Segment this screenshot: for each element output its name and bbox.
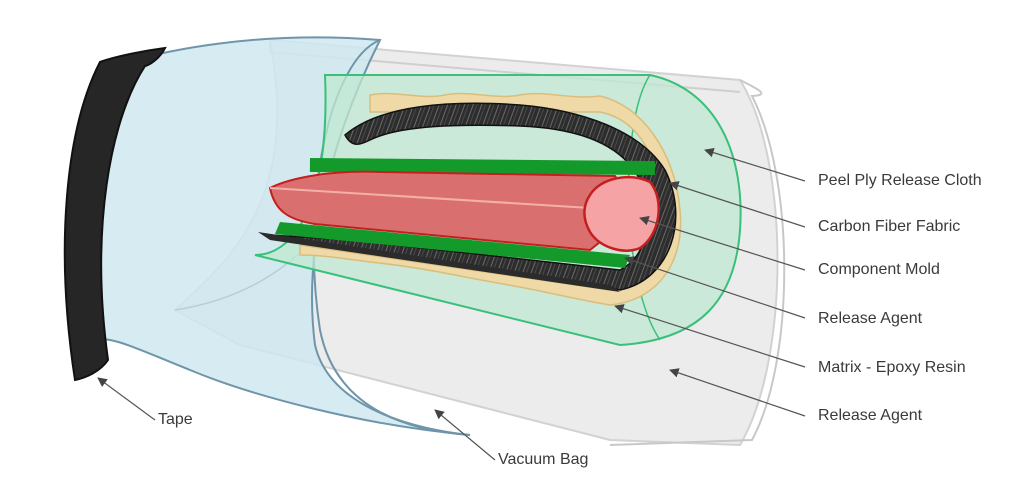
label-release-agent-outer: Release Agent bbox=[818, 407, 923, 424]
label-component-mold: Component Mold bbox=[818, 261, 940, 278]
label-carbon-fiber: Carbon Fiber Fabric bbox=[818, 218, 961, 235]
component-mold bbox=[268, 170, 660, 252]
release-agent-strips bbox=[275, 157, 655, 268]
label-release-agent-inner: Release Agent bbox=[818, 310, 923, 327]
label-vacuum-bag: Vacuum Bag bbox=[498, 451, 589, 468]
tape bbox=[63, 46, 167, 382]
label-tape: Tape bbox=[158, 411, 193, 428]
label-peel-ply: Peel Ply Release Cloth bbox=[818, 172, 982, 189]
leader-lines bbox=[97, 147, 806, 461]
label-matrix-epoxy: Matrix - Epoxy Resin bbox=[818, 359, 966, 376]
